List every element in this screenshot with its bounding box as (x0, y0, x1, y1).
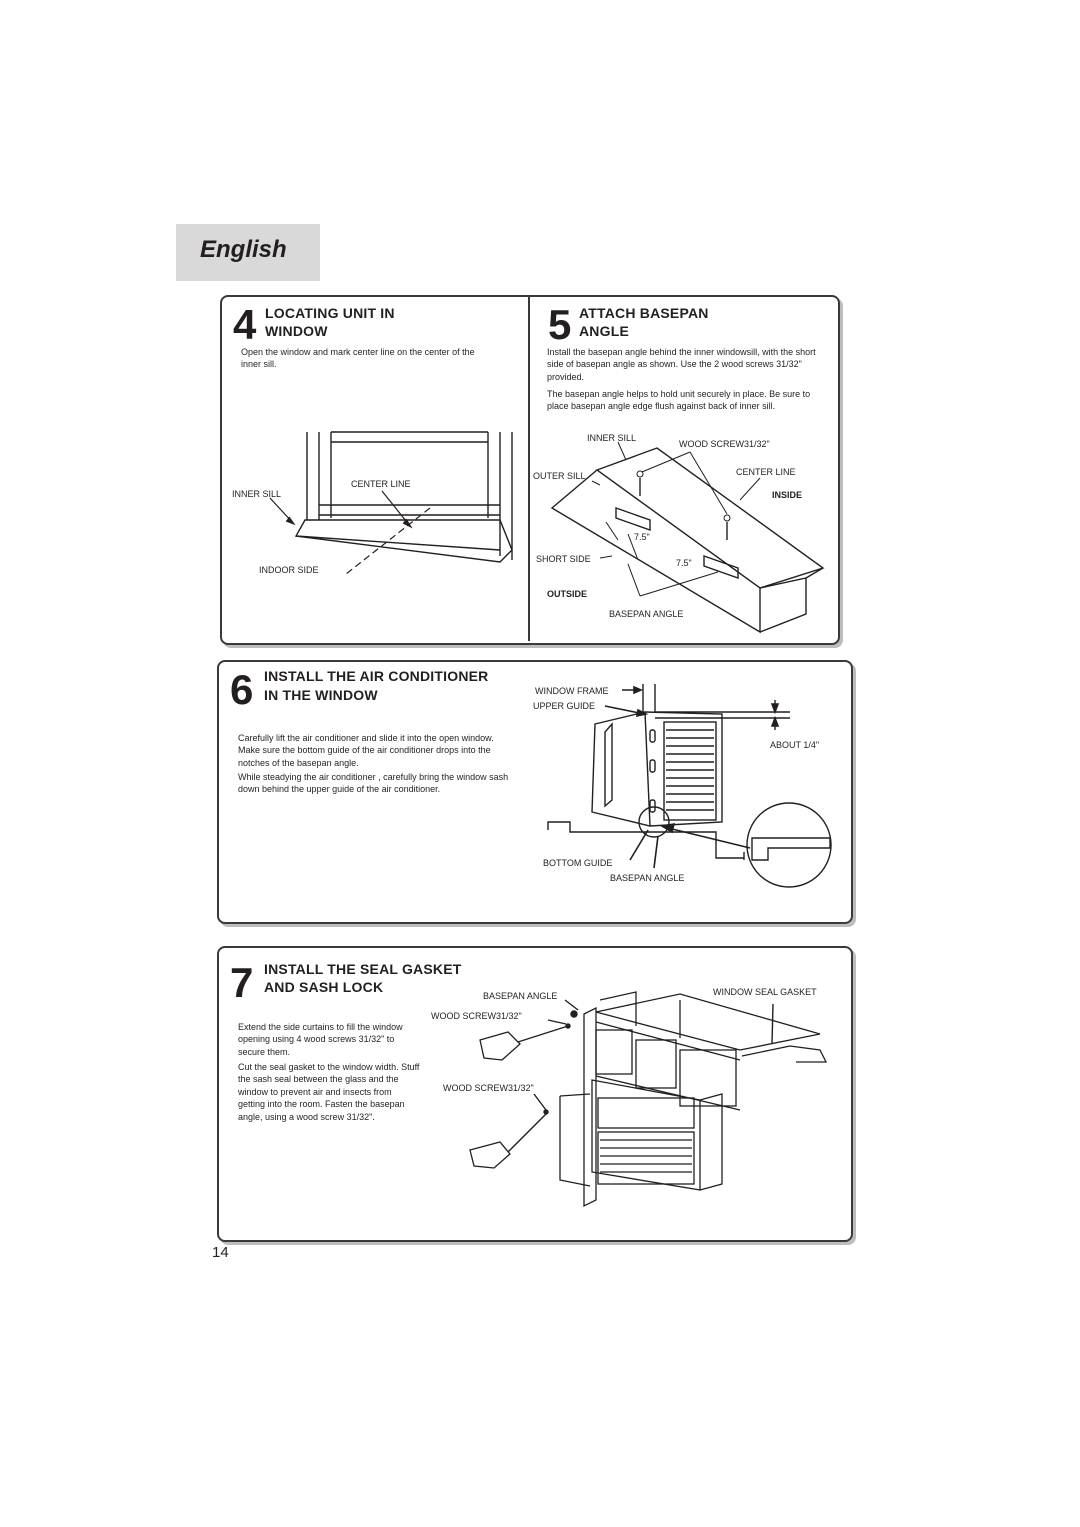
step-6-basepan-angle-label: BASEPAN ANGLE (610, 873, 685, 883)
step-7-text-1: Extend the side curtains to fill the win… (238, 1022, 403, 1057)
step-4-title-line1: LOCATING UNIT IN (265, 305, 395, 321)
step-7-number: 7 (230, 959, 254, 1006)
step-5-title-line1: ATTACH BASEPAN (579, 305, 709, 321)
step-4-center-line-label: CENTER LINE (351, 479, 411, 489)
language-label: English (200, 236, 287, 263)
step-5-number: 5 (548, 301, 572, 348)
step-6-number: 6 (230, 666, 254, 713)
step-4-inner-sill-label: INNER SILL (232, 489, 282, 499)
step-5-center-line-label: CENTER LINE (736, 467, 796, 477)
step-6-window-frame-label: WINDOW FRAME (535, 686, 609, 696)
step-6-title-line2: IN THE WINDOW (264, 687, 378, 703)
step-5-outside-label: OUTSIDE (547, 589, 588, 599)
step-5-dimension-2: 7.5" (676, 558, 692, 568)
step-4-title-line2: WINDOW (265, 323, 328, 339)
step-7-panel (217, 946, 853, 1242)
step-7-wood-screw-2-label: WOOD SCREW31/32" (443, 1083, 534, 1093)
step-5-basepan-angle-label: BASEPAN ANGLE (609, 609, 684, 619)
step-6-upper-guide-label: UPPER GUIDE (533, 701, 596, 711)
step-6-text-1: Carefully lift the air conditioner and s… (238, 733, 494, 768)
step-7-window-seal-gasket-label: WINDOW SEAL GASKET (713, 987, 817, 997)
step-4-text: Open the window and mark center line on … (241, 347, 475, 370)
step-7-wood-screw-1-label: WOOD SCREW31/32" (431, 1011, 522, 1021)
step-6-title-line1: INSTALL THE AIR CONDITIONER (264, 668, 489, 684)
step-5-title-line2: ANGLE (579, 323, 629, 339)
step-6-about-label: ABOUT 1/4" (770, 740, 820, 750)
step-7-text-2: Cut the seal gasket to the window width.… (238, 1062, 420, 1122)
step-7-title-line2: AND SASH LOCK (264, 979, 384, 995)
language-tab: English (176, 224, 320, 281)
step-6-text-2: While steadying the air conditioner , ca… (238, 772, 509, 795)
step-5-inner-sill-label: INNER SILL (587, 433, 637, 443)
step-7-basepan-angle-label: BASEPAN ANGLE (483, 991, 558, 1001)
step-5-dimension-1: 7.5" (634, 532, 650, 542)
step-4-indoor-side-label: INDOOR SIDE (259, 565, 319, 575)
step-6-bottom-guide-label: BOTTOM GUIDE (543, 858, 613, 868)
step-7-title-line1: INSTALL THE SEAL GASKET (264, 961, 462, 977)
step-5-text-1: Install the basepan angle behind the inn… (547, 347, 816, 382)
step-5-short-side-label: SHORT SIDE (536, 554, 591, 564)
step-5-outer-sill-label: OUTER SILL (533, 471, 586, 481)
step-5-wood-screw-label: WOOD SCREW31/32" (679, 439, 770, 449)
step-4-number: 4 (233, 301, 257, 348)
page-number: 14 (212, 1244, 229, 1261)
step-5-inside-label: INSIDE (772, 490, 803, 500)
step-5-text-2: The basepan angle helps to hold unit sec… (547, 389, 811, 412)
step-6-panel (217, 660, 853, 924)
